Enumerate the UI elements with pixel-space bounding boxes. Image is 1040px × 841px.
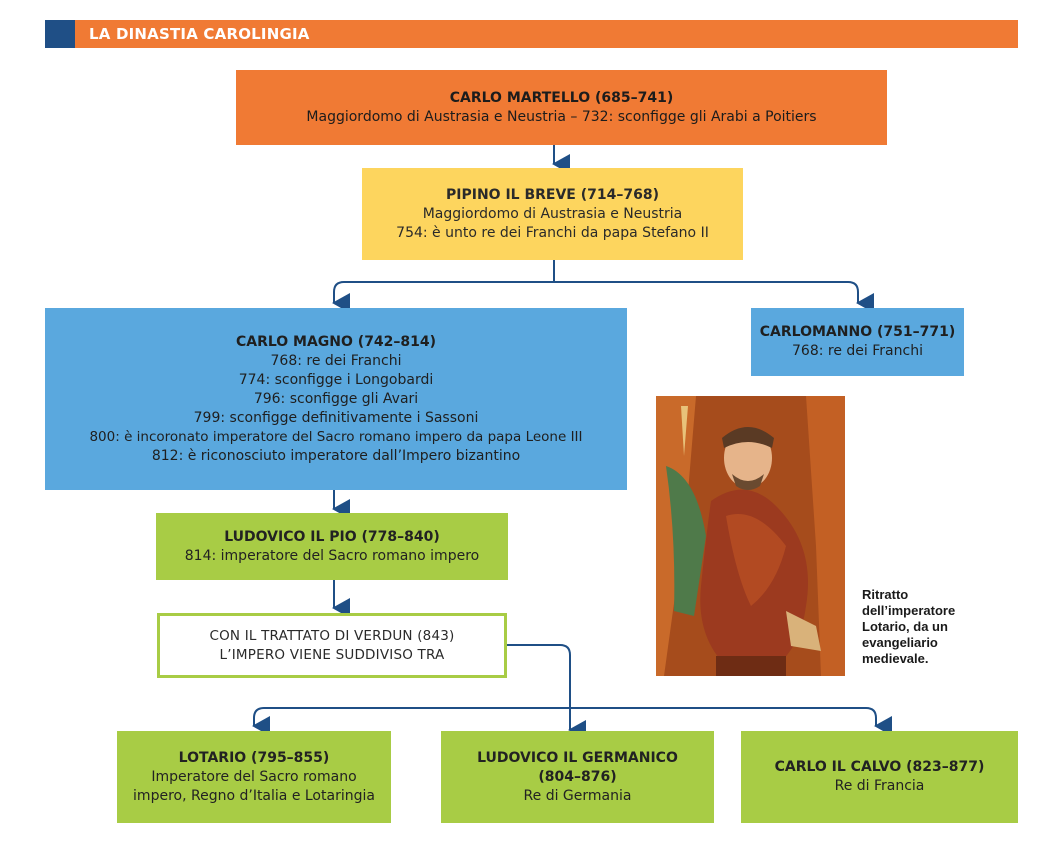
node-lotario: LOTARIO (795–855) Imperatore del Sacro r… (117, 731, 391, 823)
node-line: 800: è incoronato imperatore del Sacro r… (89, 428, 583, 445)
node-pipino-il-breve: PIPINO IL BREVE (714–768) Maggiordomo di… (362, 168, 743, 260)
node-name: LOTARIO (795–855) (178, 749, 330, 766)
connector-to-carlo-magno (332, 281, 554, 313)
node-line: L’IMPERO VIENE SUDDIVISO TRA (219, 646, 445, 663)
node-trattato-verdun: CON IL TRATTATO DI VERDUN (843) L’IMPERO… (157, 613, 507, 678)
portrait-caption: Ritratto dell’imperatore Lotario, da un … (862, 587, 982, 667)
node-line: Maggiordomo di Austrasia e Neustria – 73… (306, 108, 817, 125)
node-line: Re di Francia (834, 778, 925, 794)
node-name: CARLO MARTELLO (685–741) (449, 89, 674, 106)
node-line: 774: sconfigge i Longobardi (238, 371, 434, 388)
node-ludovico-il-pio: LUDOVICO IL PIO (778–840) 814: imperator… (156, 513, 508, 580)
title-banner: LA DINASTIA CAROLINGIA (45, 20, 1018, 48)
node-name: LUDOVICO IL PIO (778–840) (224, 528, 440, 545)
portrait-lotario-image (656, 396, 845, 676)
caption-line: Lotario, da un (862, 619, 948, 634)
node-line: 768: re dei Franchi (792, 343, 923, 359)
node-name: CARLO IL CALVO (823–877) (774, 759, 985, 775)
node-line: 796: sconfigge gli Avari (253, 390, 419, 407)
node-line: impero, Regno d’Italia e Lotaringia (133, 787, 375, 804)
node-line: 814: imperatore del Sacro romano impero (184, 547, 480, 564)
node-name: LUDOVICO IL GERMANICO (477, 749, 678, 766)
node-name: PIPINO IL BREVE (714–768) (446, 186, 659, 203)
connector-to-carlomanno (554, 281, 874, 313)
node-name: CARLOMANNO (751–771) (759, 324, 956, 340)
caption-line: medievale. (862, 651, 929, 666)
node-line: Maggiordomo di Austrasia e Neustria (422, 205, 683, 222)
node-line: 812: è riconosciuto imperatore dall’Impe… (151, 447, 521, 464)
node-line: 754: è unto re dei Franchi da papa Stefa… (396, 224, 709, 241)
node-ludovico-il-germanico: LUDOVICO IL GERMANICO (804–876) Re di Ge… (441, 731, 714, 823)
node-carlo-magno: CARLO MAGNO (742–814) 768: re dei Franch… (45, 308, 627, 490)
node-carlo-il-calvo: CARLO IL CALVO (823–877) Re di Francia (741, 731, 1018, 823)
node-line: 799: sconfigge definitivamente i Sassoni (193, 409, 479, 426)
connector-verdun-trunk (506, 644, 586, 740)
caption-line: evangeliario (862, 635, 938, 650)
node-line: Re di Germania (523, 787, 632, 804)
node-carlomanno: CARLOMANNO (751–771) 768: re dei Franchi (751, 308, 964, 376)
connector-to-carlo-calvo (570, 707, 892, 736)
node-name: CARLO MAGNO (742–814) (235, 333, 437, 350)
node-name-dates: (804–876) (538, 768, 617, 785)
diagram-title: LA DINASTIA CAROLINGIA (89, 25, 310, 43)
connector-to-lotario (252, 707, 570, 736)
caption-line: Ritratto (862, 587, 909, 602)
node-carlo-martello: CARLO MARTELLO (685–741) Maggiordomo di … (236, 70, 887, 145)
node-line: Imperatore del Sacro romano (151, 768, 357, 785)
node-line: CON IL TRATTATO DI VERDUN (843) (209, 627, 455, 644)
banner-accent-block (45, 20, 75, 48)
node-line: 768: re dei Franchi (270, 352, 402, 369)
caption-line: dell’imperatore (862, 603, 956, 618)
